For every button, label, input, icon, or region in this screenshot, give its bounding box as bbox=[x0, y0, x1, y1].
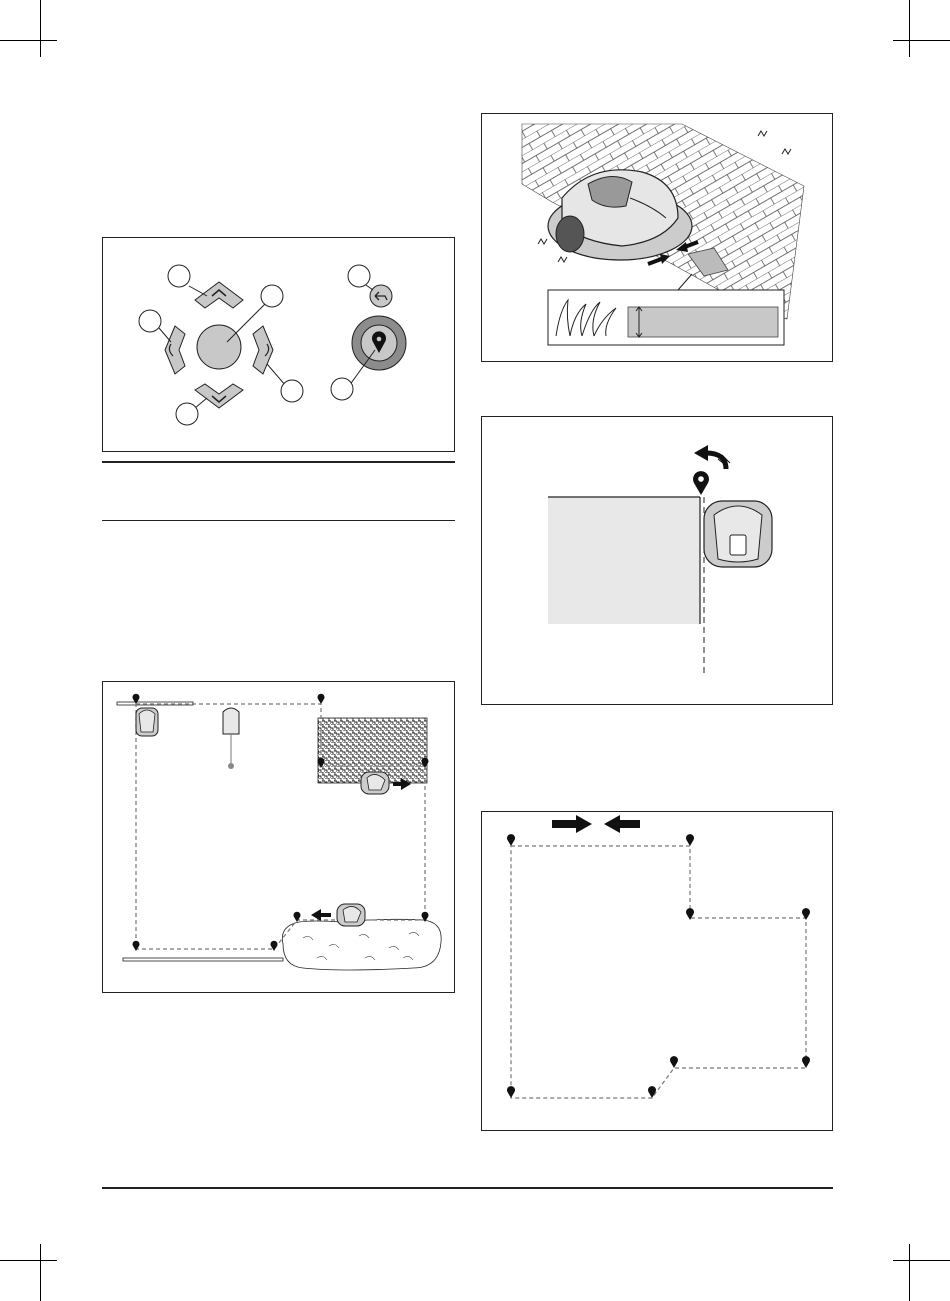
arrow-right-icon bbox=[552, 815, 592, 833]
turn-left-arrow-icon bbox=[694, 445, 730, 469]
mower-in-station bbox=[136, 708, 158, 736]
turn-left-icon bbox=[165, 326, 185, 374]
mower-top-view bbox=[704, 501, 772, 567]
fig-mower-on-paving bbox=[481, 113, 833, 362]
fig-garden-boundary-map bbox=[102, 681, 455, 993]
fig-boundary-outline bbox=[481, 811, 833, 1131]
fig-mower-at-corner-pin bbox=[481, 416, 833, 705]
section-rule-top bbox=[102, 461, 455, 463]
fig-control-buttons bbox=[102, 237, 455, 452]
map-pin-icon bbox=[507, 834, 810, 1098]
map-pin-icon bbox=[352, 316, 406, 370]
guide-station-marker bbox=[223, 708, 239, 769]
back-icon bbox=[370, 285, 392, 307]
arrow-down-icon bbox=[195, 384, 243, 408]
map-pin-icon bbox=[693, 471, 709, 495]
footer-rule bbox=[102, 1187, 833, 1189]
arrow-left-icon bbox=[604, 815, 640, 833]
arrow-up-icon bbox=[195, 282, 243, 308]
section-rule-bottom bbox=[102, 520, 455, 521]
